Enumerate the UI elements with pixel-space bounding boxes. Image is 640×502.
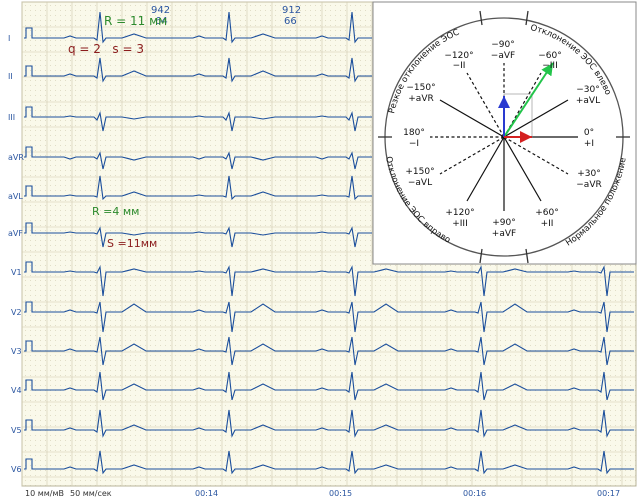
- heart-rate-a: 64: [155, 16, 168, 27]
- label-plus60-deg: +60°: [535, 208, 559, 218]
- lead-label: aVF: [8, 229, 23, 238]
- ecg-trace: [24, 222, 372, 248]
- ecg-trace: [24, 301, 634, 333]
- label-plus90-lead: +aVF: [492, 229, 516, 239]
- annotation-qs-lead-ii: q = 2 s = 3: [68, 42, 144, 56]
- label-180-lead: −I: [409, 139, 419, 149]
- lead-label: aVR: [8, 153, 24, 162]
- speed-label: 50 мм/сек: [70, 489, 112, 498]
- label-minus150-deg: −150°: [406, 83, 435, 93]
- ecg-footer: 10 мм/мВ 50 мм/сек 00:14 00:15 00:16 00:…: [25, 489, 620, 498]
- ecg-trace: [24, 146, 372, 170]
- time-label-15: 00:15: [329, 489, 352, 498]
- annotation-r-lead-i: R = 11 мм: [104, 14, 167, 28]
- rr-interval-b: 912: [282, 5, 301, 16]
- ecg-traces: [24, 11, 634, 475]
- ecg-trace: [24, 261, 634, 297]
- label-minus120-lead: −II: [453, 61, 466, 71]
- label-minus120-deg: −120°: [444, 51, 473, 61]
- heart-rate-b: 66: [284, 16, 297, 27]
- lead-label: aVL: [8, 192, 23, 201]
- lead-label: V6: [11, 465, 22, 474]
- label-plus60-lead: +II: [541, 219, 554, 229]
- label-minus30-deg: −30°: [576, 85, 600, 95]
- lead-label: V5: [11, 426, 22, 435]
- lead-label: V4: [11, 386, 22, 395]
- label-plus90-deg: +90°: [492, 218, 516, 228]
- ecg-trace: [24, 106, 372, 132]
- rr-intervals: 942 912 64 66: [151, 5, 301, 27]
- label-plus150-lead: −aVL: [408, 178, 432, 188]
- annotation-s-lead-avf: S =11мм: [107, 237, 157, 250]
- rr-interval-a: 942: [151, 5, 170, 16]
- ecg-trace: [24, 450, 634, 475]
- label-minus60-lead: −III: [542, 61, 558, 71]
- time-label-16: 00:16: [463, 489, 486, 498]
- lead-label: III: [8, 113, 15, 122]
- label-minus90-lead: −aVF: [491, 51, 515, 61]
- ecg-trace: [24, 11, 372, 44]
- label-plus30-lead: −aVR: [576, 180, 601, 190]
- label-plus120-lead: +III: [452, 219, 468, 229]
- lead-label: V2: [11, 308, 22, 317]
- ecg-trace: [24, 371, 634, 401]
- ecg-trace: [24, 336, 634, 366]
- label-0-deg: 0°: [584, 128, 594, 138]
- label-plus120-deg: +120°: [445, 208, 474, 218]
- label-plus30-deg: +30°: [577, 169, 601, 179]
- ecg-trace: [24, 57, 372, 83]
- vector-green: [503, 62, 554, 138]
- hexaxial-lines: [430, 63, 578, 211]
- lead-label: I: [8, 34, 10, 43]
- label-minus30-lead: +aVL: [576, 96, 600, 106]
- lead-label: II: [8, 72, 13, 81]
- label-0-lead: +I: [584, 139, 594, 149]
- label-minus60-deg: −60°: [538, 51, 562, 61]
- lead-label: V3: [11, 347, 22, 356]
- time-label-14: 00:14: [195, 489, 218, 498]
- ecg-trace: [24, 175, 372, 201]
- label-minus150-lead: +aVR: [408, 94, 433, 104]
- lead-label: V1: [11, 268, 22, 277]
- annotation-r-lead-avf: R =4 мм: [92, 205, 139, 218]
- ecg-trace: [24, 409, 634, 438]
- label-minus90-deg: −90°: [491, 40, 515, 50]
- label-180-deg: 180°: [403, 128, 425, 138]
- time-label-17: 00:17: [597, 489, 620, 498]
- label-plus150-deg: +150°: [405, 167, 434, 177]
- gain-label: 10 мм/мВ: [25, 489, 64, 498]
